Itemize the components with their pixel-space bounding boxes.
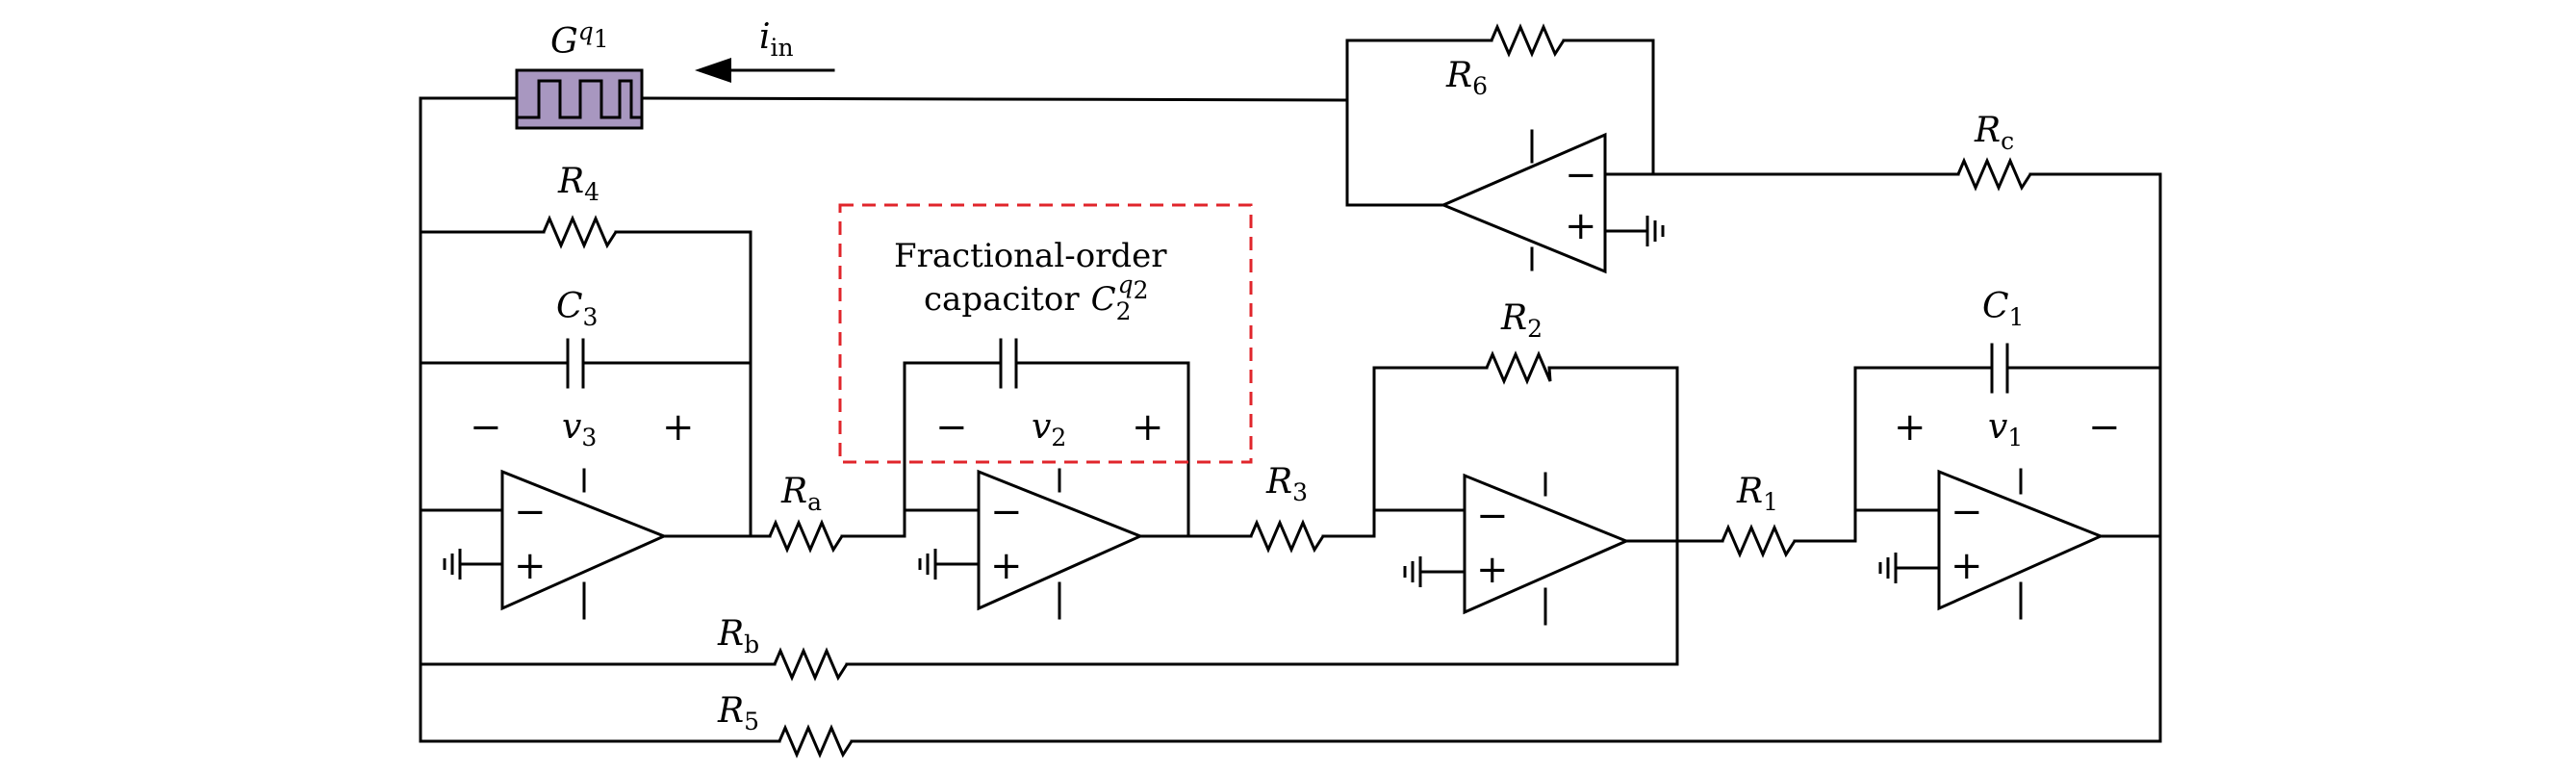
svg-text:−: −: [990, 490, 1023, 534]
svg-text:−: −: [1476, 494, 1509, 538]
ground-inverter-R2: [1403, 556, 1465, 587]
label-R2: R2: [1500, 298, 1543, 343]
opamp-integrator-3: − +: [500, 469, 668, 611]
label-C3: C3: [556, 287, 598, 331]
v2-plus-sign: +: [1132, 405, 1164, 450]
capacitor-C1: [1990, 343, 2009, 394]
svg-text:+: +: [1476, 548, 1509, 592]
v3-minus-sign: −: [470, 405, 502, 450]
memristor-G: [515, 68, 644, 130]
svg-text:+: +: [990, 544, 1023, 588]
resistor-R6: [1490, 23, 1566, 58]
label-Rb: Rb: [717, 614, 759, 658]
opamp-inverter-R2: − +: [1463, 473, 1630, 615]
opamp-integrator-1: − +: [1937, 469, 2104, 611]
svg-text:−: −: [1565, 153, 1597, 197]
opamp-inverter-R6: − +: [1440, 132, 1607, 274]
label-v1: v1: [1988, 407, 2023, 451]
resistor-Rc: [1956, 157, 2032, 192]
opamp-integrator-2: − +: [977, 469, 1144, 611]
label-R6: R6: [1445, 56, 1488, 100]
fractional-box-title: Fractional-order: [894, 237, 1167, 275]
v1-minus-sign: −: [2088, 405, 2121, 450]
svg-text:+: +: [1565, 204, 1597, 248]
resistor-Rb: [773, 647, 849, 682]
label-Rc: Rc: [1974, 111, 2014, 155]
resistor-R5: [778, 724, 854, 759]
ground-symbols: [443, 216, 1939, 587]
ground-amp1: [1878, 553, 1939, 583]
label-Ra: Ra: [780, 472, 822, 516]
resistor-R2: [1485, 350, 1552, 385]
label-R4: R4: [557, 162, 599, 206]
label-R1: R1: [1736, 472, 1778, 516]
v2-minus-sign: −: [935, 405, 968, 450]
label-i-in: iin: [759, 17, 794, 62]
resistor-R3: [1249, 519, 1325, 554]
capacitor-C2-fractional: [999, 338, 1018, 389]
capacitors: [566, 338, 2009, 394]
label-R3: R3: [1265, 462, 1308, 506]
svg-text:+: +: [514, 544, 547, 588]
label-v3: v3: [562, 407, 597, 451]
label-memristor: Gq1: [550, 17, 609, 62]
svg-text:−: −: [1951, 490, 1983, 534]
current-arrow: [695, 58, 835, 83]
svg-text:−: −: [514, 490, 547, 534]
resistor-R4: [542, 215, 618, 249]
ground-inverter-R6: [1605, 216, 1665, 246]
fractional-capacitor-highlight-box: [838, 203, 1253, 464]
resistors: [542, 23, 2032, 759]
v1-plus-sign: +: [1894, 405, 1926, 450]
label-R5: R5: [717, 691, 759, 735]
v3-plus-sign: +: [662, 405, 695, 450]
svg-text:+: +: [1951, 544, 1983, 588]
ground-amp2: [918, 549, 979, 580]
label-C1: C1: [1982, 287, 2024, 331]
labels: Gq1 iin R6 Rc R4 C3 − v3 + Ra Fractional…: [470, 17, 2121, 735]
wires: [419, 39, 2162, 743]
resistor-R1: [1721, 524, 1797, 558]
label-v2: v2: [1032, 407, 1066, 451]
ground-amp3: [443, 549, 502, 580]
resistor-Ra: [768, 519, 844, 554]
capacitor-C3: [566, 338, 585, 389]
